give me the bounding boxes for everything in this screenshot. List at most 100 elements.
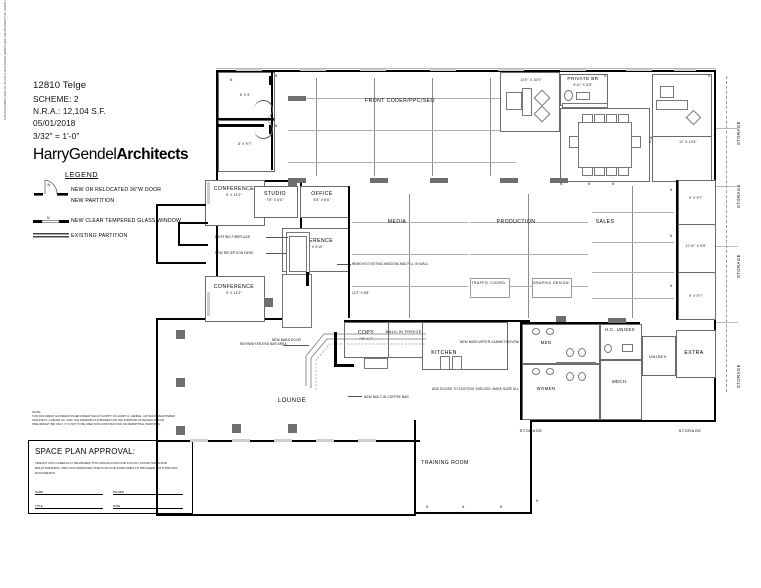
drawing-scale: 3/32" = 1'-0" <box>33 130 80 141</box>
label-title: TITLE <box>35 504 43 508</box>
exterior-wall-step <box>156 318 218 320</box>
door-mark-1: N <box>275 74 278 78</box>
signature-field-date[interactable]: DATE <box>113 499 183 509</box>
storage-label-1: STORAGE <box>736 121 741 145</box>
legend: LEGEND N NEW OR RELOCATED 36"W DOOR NEW … <box>33 170 193 244</box>
leader-refinish <box>283 345 309 346</box>
storage-div-1 <box>716 128 738 130</box>
legal-note: NOTE: THIS DOCUMENT HAS BEEN ISSUED UNDE… <box>32 410 182 427</box>
door-symbol-icon: N <box>34 179 68 196</box>
room-dim-east-2: 11'10" X 9'8" <box>685 244 707 248</box>
exterior-wall-west-lower <box>156 318 158 516</box>
exterior-wall-south-training <box>414 512 532 514</box>
interior-partition-a <box>218 124 264 127</box>
door-mark-n4: N <box>612 182 615 186</box>
room-label-media: MEDIA <box>387 219 407 225</box>
storage-div-3 <box>716 246 738 248</box>
leader-fireplace <box>266 237 288 238</box>
office-room-center[interactable] <box>300 186 350 218</box>
approval-body: TENANT HAS CAREFULLY REVIEWED THIS SPACE… <box>35 461 178 476</box>
room-dim-conf-2: 9' X 14'2" <box>226 291 242 295</box>
chair-n2 <box>594 114 605 123</box>
column-13 <box>556 316 566 322</box>
lavatory-w1 <box>532 368 540 375</box>
east-office-3[interactable] <box>678 272 716 320</box>
label-signed: SIGNED <box>113 490 124 494</box>
label-name: NAME <box>35 490 44 494</box>
sink-fixture-private <box>576 92 590 100</box>
annotation-reception-desk: NEW RECEPTION DESK <box>215 251 254 255</box>
kitchen-room[interactable] <box>422 322 508 370</box>
room-label-copy: COPY <box>357 330 375 336</box>
cubicle-cluster-front-coder <box>288 78 516 178</box>
project-number: 12810 Telge <box>33 80 87 91</box>
kitchen-appliance-1 <box>440 356 450 370</box>
annotation-coffee-bar: NEW BUILT-IN COFFEE BAR <box>364 395 409 399</box>
east-office-2[interactable] <box>678 224 716 274</box>
hc-unisex-restroom[interactable] <box>600 324 642 360</box>
annotation-remove-window: REMOVE EXISTING WINDOW AND FILL IN WALL <box>352 262 429 266</box>
service-core-north-wall <box>344 320 530 322</box>
graphic-design-station[interactable] <box>532 278 572 298</box>
door-mark-n2: N <box>560 182 563 186</box>
room-label-storage-sw: STORAGE <box>519 428 543 433</box>
legend-title: LEGEND <box>65 170 99 179</box>
lobby-wall-6 <box>178 244 208 246</box>
counter-private <box>562 103 608 108</box>
door-mark-t1: N <box>426 505 429 509</box>
chair-w1 <box>569 136 579 148</box>
room-label-unisex: UNISEX <box>649 354 667 359</box>
storage-div-2 <box>716 186 738 188</box>
legend-item-existing-partition: EXISTING PARTITION <box>71 233 128 239</box>
legend-item-glass-window: NEW CLEAR TEMPERED GLASS WINDOW <box>71 218 182 224</box>
training-wall-west <box>414 420 416 516</box>
svg-text:N: N <box>48 183 51 187</box>
window-north-8 <box>674 68 696 71</box>
window-lounge-1 <box>190 439 208 442</box>
extra-room[interactable] <box>676 330 716 378</box>
office-room-2[interactable] <box>218 120 275 172</box>
signature-field-title[interactable]: TITLE <box>35 499 103 509</box>
room-dim-studio: 7'8" X 6'6" <box>266 198 284 202</box>
toilet-m2 <box>578 348 586 357</box>
traffic-coord-station[interactable] <box>470 278 510 298</box>
conference-room-2[interactable] <box>205 276 265 322</box>
barn-door-track <box>334 364 354 367</box>
door-mark-e1: N <box>670 188 673 192</box>
column-3 <box>176 426 185 435</box>
column-8 <box>288 178 306 183</box>
annotation-shelves: ADD DOORS TO EXISTING SHELVES. MAKE SURE… <box>432 387 576 391</box>
column-11 <box>550 178 568 183</box>
desk-ne3-1 <box>660 86 674 98</box>
leader-reception <box>266 253 286 254</box>
toilet-w1 <box>566 372 574 381</box>
restroom-west-wall <box>520 322 522 420</box>
exterior-wall-north <box>216 70 716 72</box>
approval-heading: SPACE PLAN APPROVAL: <box>35 447 136 456</box>
unisex-restroom[interactable] <box>642 336 676 376</box>
room-label-production: PRODUCTION <box>496 219 536 225</box>
room-label-conf-2: CONFERENCE <box>213 284 255 290</box>
door-mark-t2: N <box>462 505 465 509</box>
window-lounge-2 <box>232 439 250 442</box>
office-divider-wall <box>218 118 274 120</box>
signature-field-name[interactable]: NAME <box>35 485 103 495</box>
room-dim-east-3: 9' X 9'7" <box>689 294 703 298</box>
east-office-1[interactable] <box>678 180 716 226</box>
annotation-fireplace: EXISTING FIREPLACE <box>215 235 251 239</box>
office-corridor-wall <box>271 72 273 170</box>
room-label-storage-se: STORAGE <box>678 428 702 433</box>
stall-divider <box>556 362 596 364</box>
room-label-extra: EXTRA <box>684 350 704 356</box>
door-mark-t4: N <box>536 499 539 503</box>
chair-s4 <box>618 167 629 176</box>
door-mark-n3: N <box>588 182 591 186</box>
signature-field-signed[interactable]: SIGNED <box>113 485 183 495</box>
window-north-3 <box>360 68 386 71</box>
studio-room[interactable] <box>254 186 298 218</box>
toilet-hc <box>604 344 612 353</box>
chair-e1 <box>631 136 641 148</box>
mech-room[interactable] <box>600 360 642 420</box>
chair-s2 <box>594 167 605 176</box>
